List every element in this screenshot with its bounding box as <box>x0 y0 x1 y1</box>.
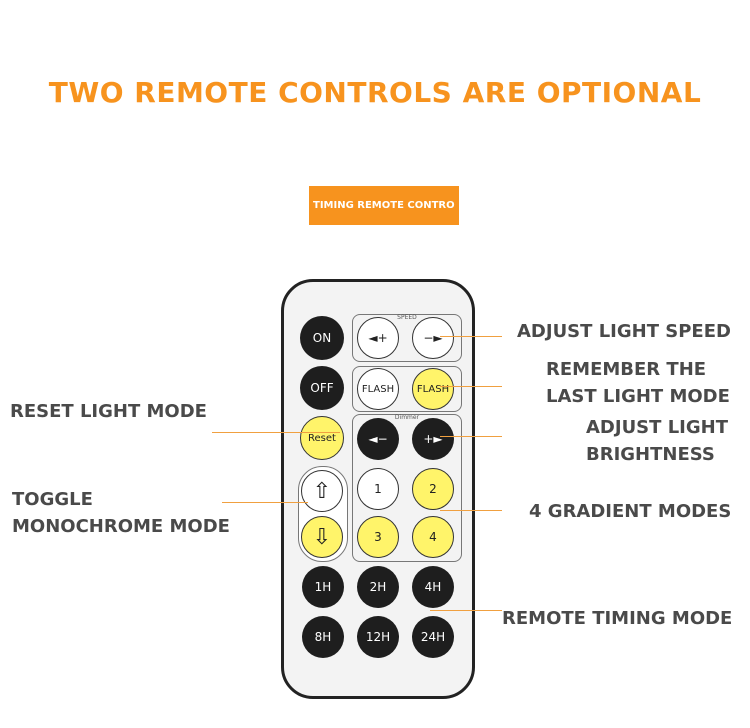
timer-8h-button[interactable]: 8H <box>302 616 344 658</box>
on-button[interactable]: ON <box>300 316 344 360</box>
dimmer-group: Dimmer <box>352 414 462 562</box>
reset-button[interactable]: Reset <box>300 416 344 460</box>
off-button[interactable]: OFF <box>300 366 344 410</box>
timer-24h-button[interactable]: 24H <box>412 616 454 658</box>
mode-4-button[interactable]: 4 <box>412 516 454 558</box>
label-timing: REMOTE TIMING MODE <box>502 608 733 629</box>
label-toggle-1: TOGGLE <box>12 489 93 510</box>
mode-2-button[interactable]: 2 <box>412 468 454 510</box>
dim-up-button[interactable]: +► <box>412 418 454 460</box>
down-arrow-icon[interactable]: ⇩ <box>301 516 343 558</box>
speed-down-button[interactable]: −► <box>412 317 454 359</box>
flash-button-1[interactable]: FLASH <box>357 368 399 410</box>
flash-group <box>352 366 462 412</box>
timing-remote-tag: TIMING REMOTE CONTRO <box>309 186 459 225</box>
mode-3-button[interactable]: 3 <box>357 516 399 558</box>
label-toggle-2: MONOCHROME MODE <box>12 516 230 537</box>
line-remember <box>440 386 502 387</box>
label-brightness-2: BRIGHTNESS <box>586 444 715 465</box>
line-reset <box>212 432 340 433</box>
speed-up-button[interactable]: ◄+ <box>357 317 399 359</box>
headline: TWO REMOTE CONTROLS ARE OPTIONAL <box>48 76 702 109</box>
flash-button-2[interactable]: FLASH <box>412 368 454 410</box>
dimmer-group-label: Dimmer <box>394 414 420 421</box>
mode-1-button[interactable]: 1 <box>357 468 399 510</box>
line-brightness <box>440 436 502 437</box>
timer-2h-button[interactable]: 2H <box>357 566 399 608</box>
line-toggle <box>222 502 308 503</box>
timer-12h-button[interactable]: 12H <box>357 616 399 658</box>
label-remember-1: REMEMBER THE <box>546 359 707 380</box>
line-speed <box>440 336 502 337</box>
speed-group: SPEED <box>352 314 462 362</box>
label-reset: RESET LIGHT MODE <box>10 401 207 422</box>
dim-down-button[interactable]: ◄− <box>357 418 399 460</box>
label-brightness-1: ADJUST LIGHT <box>586 417 728 438</box>
label-speed: ADJUST LIGHT SPEED <box>517 321 731 342</box>
label-gradient: 4 GRADIENT MODES <box>529 501 732 522</box>
line-gradient <box>440 510 502 511</box>
line-timing <box>430 610 502 611</box>
remote-control: ON OFF Reset SPEED ◄+ −► FLASH FLASH Dim… <box>281 279 475 699</box>
label-remember-2: LAST LIGHT MODE <box>546 386 730 407</box>
speed-group-label: SPEED <box>397 314 417 321</box>
timer-1h-button[interactable]: 1H <box>302 566 344 608</box>
up-arrow-icon[interactable]: ⇧ <box>301 470 343 512</box>
timer-4h-button[interactable]: 4H <box>412 566 454 608</box>
